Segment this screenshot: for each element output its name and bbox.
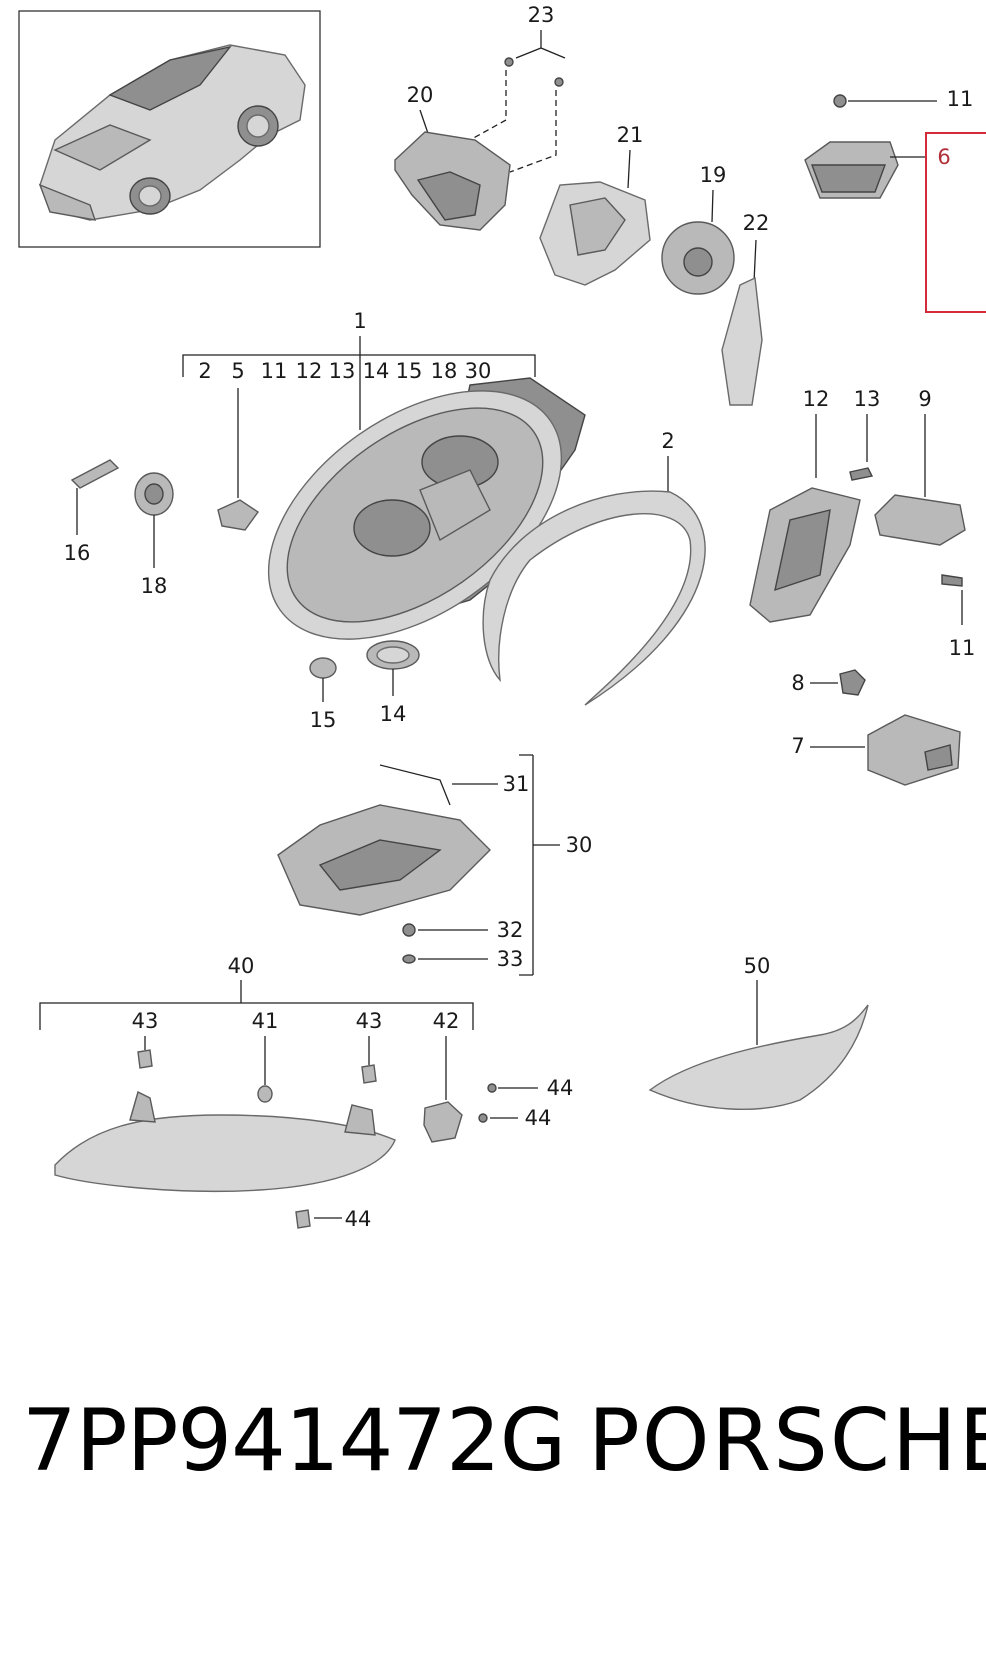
part-11-screw-lower: 11: [941, 574, 976, 660]
callout-6: 6: [937, 145, 950, 169]
callout-44-a: 44: [547, 1076, 574, 1100]
group-label-12: 12: [296, 359, 323, 383]
part-21-bracket: 21: [539, 123, 651, 286]
group-label-11: 11: [261, 359, 288, 383]
callout-23: 23: [528, 3, 555, 27]
callout-11-lower: 11: [949, 636, 976, 660]
highlight-bracket: [925, 132, 986, 313]
part-22-strip: 22: [721, 211, 770, 406]
car-thumbnail: [18, 10, 321, 248]
part-18: 18: [134, 472, 174, 598]
group-label-30: 30: [465, 359, 492, 383]
part-13: 13: [849, 387, 881, 481]
part-15: 15: [309, 657, 337, 732]
callout-16: 16: [64, 541, 91, 565]
callout-9: 9: [918, 387, 931, 411]
part-23-screws: 23: [469, 3, 566, 173]
callout-22: 22: [743, 211, 770, 235]
callout-7: 7: [791, 734, 804, 758]
part-16: 16: [64, 459, 120, 565]
callout-41: 41: [252, 1009, 279, 1033]
callout-33: 33: [497, 947, 524, 971]
callout-8: 8: [791, 671, 804, 695]
group-label-18: 18: [431, 359, 458, 383]
group-label-5: 5: [231, 359, 244, 383]
footer: 7PP941472G PORSCHE: [0, 1398, 986, 1518]
callout-13: 13: [854, 387, 881, 411]
callout-12: 12: [803, 387, 830, 411]
brand-name: PORSCHE: [588, 1391, 986, 1491]
callout-40: 40: [228, 954, 255, 978]
part-5: [217, 388, 259, 531]
callout-14: 14: [380, 702, 407, 726]
callout-1: 1: [353, 309, 366, 333]
callout-30: 30: [566, 833, 593, 857]
callout-20: 20: [407, 83, 434, 107]
group-label-14: 14: [363, 359, 390, 383]
callout-15: 15: [310, 708, 337, 732]
part-20-bracket: 20: [394, 83, 511, 231]
part-50-side-marker: 50: [648, 954, 869, 1110]
callout-44-b: 44: [525, 1106, 552, 1130]
part-2-seal: 2: [482, 429, 706, 706]
callout-43-right: 43: [356, 1009, 383, 1033]
callout-43-left: 43: [132, 1009, 159, 1033]
callout-44-c: 44: [345, 1207, 372, 1231]
group-label-2: 2: [198, 359, 211, 383]
part-9: 9: [874, 387, 966, 546]
callout-50: 50: [744, 954, 771, 978]
callout-18: 18: [141, 574, 168, 598]
part-12: 12: [749, 387, 861, 623]
part-6-control-module: 11 6: [804, 87, 986, 313]
callout-42: 42: [433, 1009, 460, 1033]
callout-21: 21: [617, 123, 644, 147]
callout-11-top: 11: [947, 87, 974, 111]
part-19-adapter-ring: 19: [661, 163, 735, 295]
group-1-bracket: 1 2 5 11 12 13 14 15 18 30: [182, 309, 536, 430]
part-14: 14: [366, 640, 420, 726]
part-7-control-unit: 7: [791, 714, 961, 786]
part-8-nut: 8: [791, 669, 866, 696]
callout-31: 31: [503, 772, 530, 796]
group-label-15: 15: [396, 359, 423, 383]
part-30-assembly: 31 30 32 33: [277, 754, 593, 976]
part-number: 7PP941472G: [22, 1391, 566, 1491]
callout-2: 2: [661, 429, 674, 453]
callout-32: 32: [497, 918, 524, 942]
part-1-headlight: [267, 377, 586, 640]
callout-19: 19: [700, 163, 727, 187]
group-label-13: 13: [329, 359, 356, 383]
part-40-assembly: 40 43 41 43 42 44 44 44: [39, 954, 574, 1231]
